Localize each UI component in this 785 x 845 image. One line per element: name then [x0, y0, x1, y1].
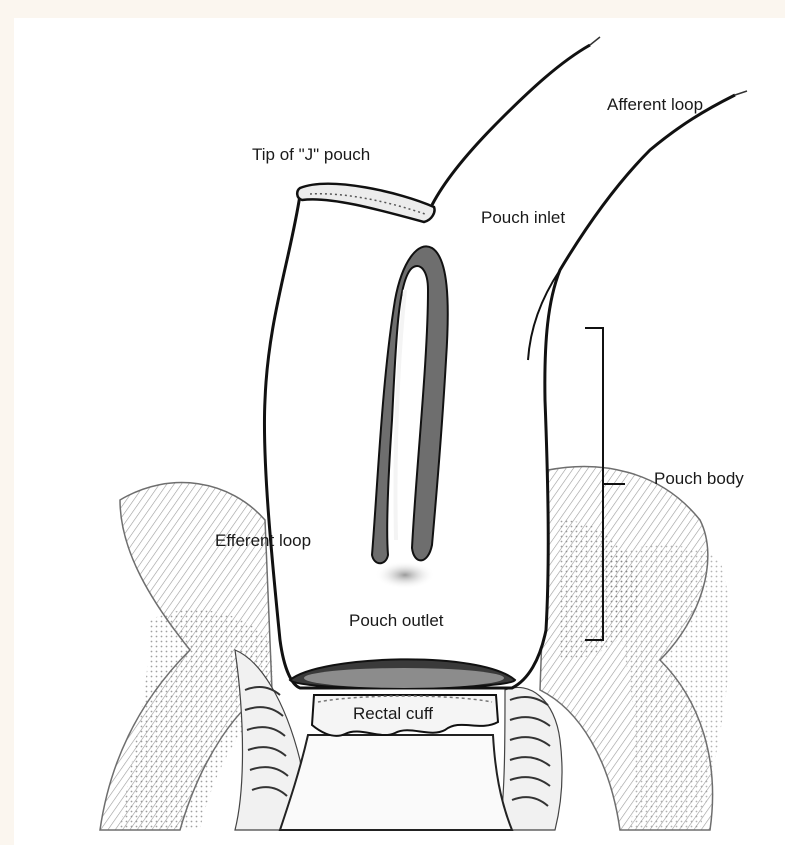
label-pouch-outlet: Pouch outlet	[349, 612, 444, 629]
label-efferent-loop: Efferent loop	[215, 532, 311, 549]
label-tip-of-j-pouch: Tip of "J" pouch	[252, 146, 370, 163]
anal-canal	[280, 735, 512, 830]
label-rectal-cuff: Rectal cuff	[353, 705, 433, 722]
label-pouch-body: Pouch body	[654, 470, 744, 487]
label-afferent-loop: Afferent loop	[607, 96, 703, 113]
label-pouch-inlet: Pouch inlet	[481, 209, 565, 226]
